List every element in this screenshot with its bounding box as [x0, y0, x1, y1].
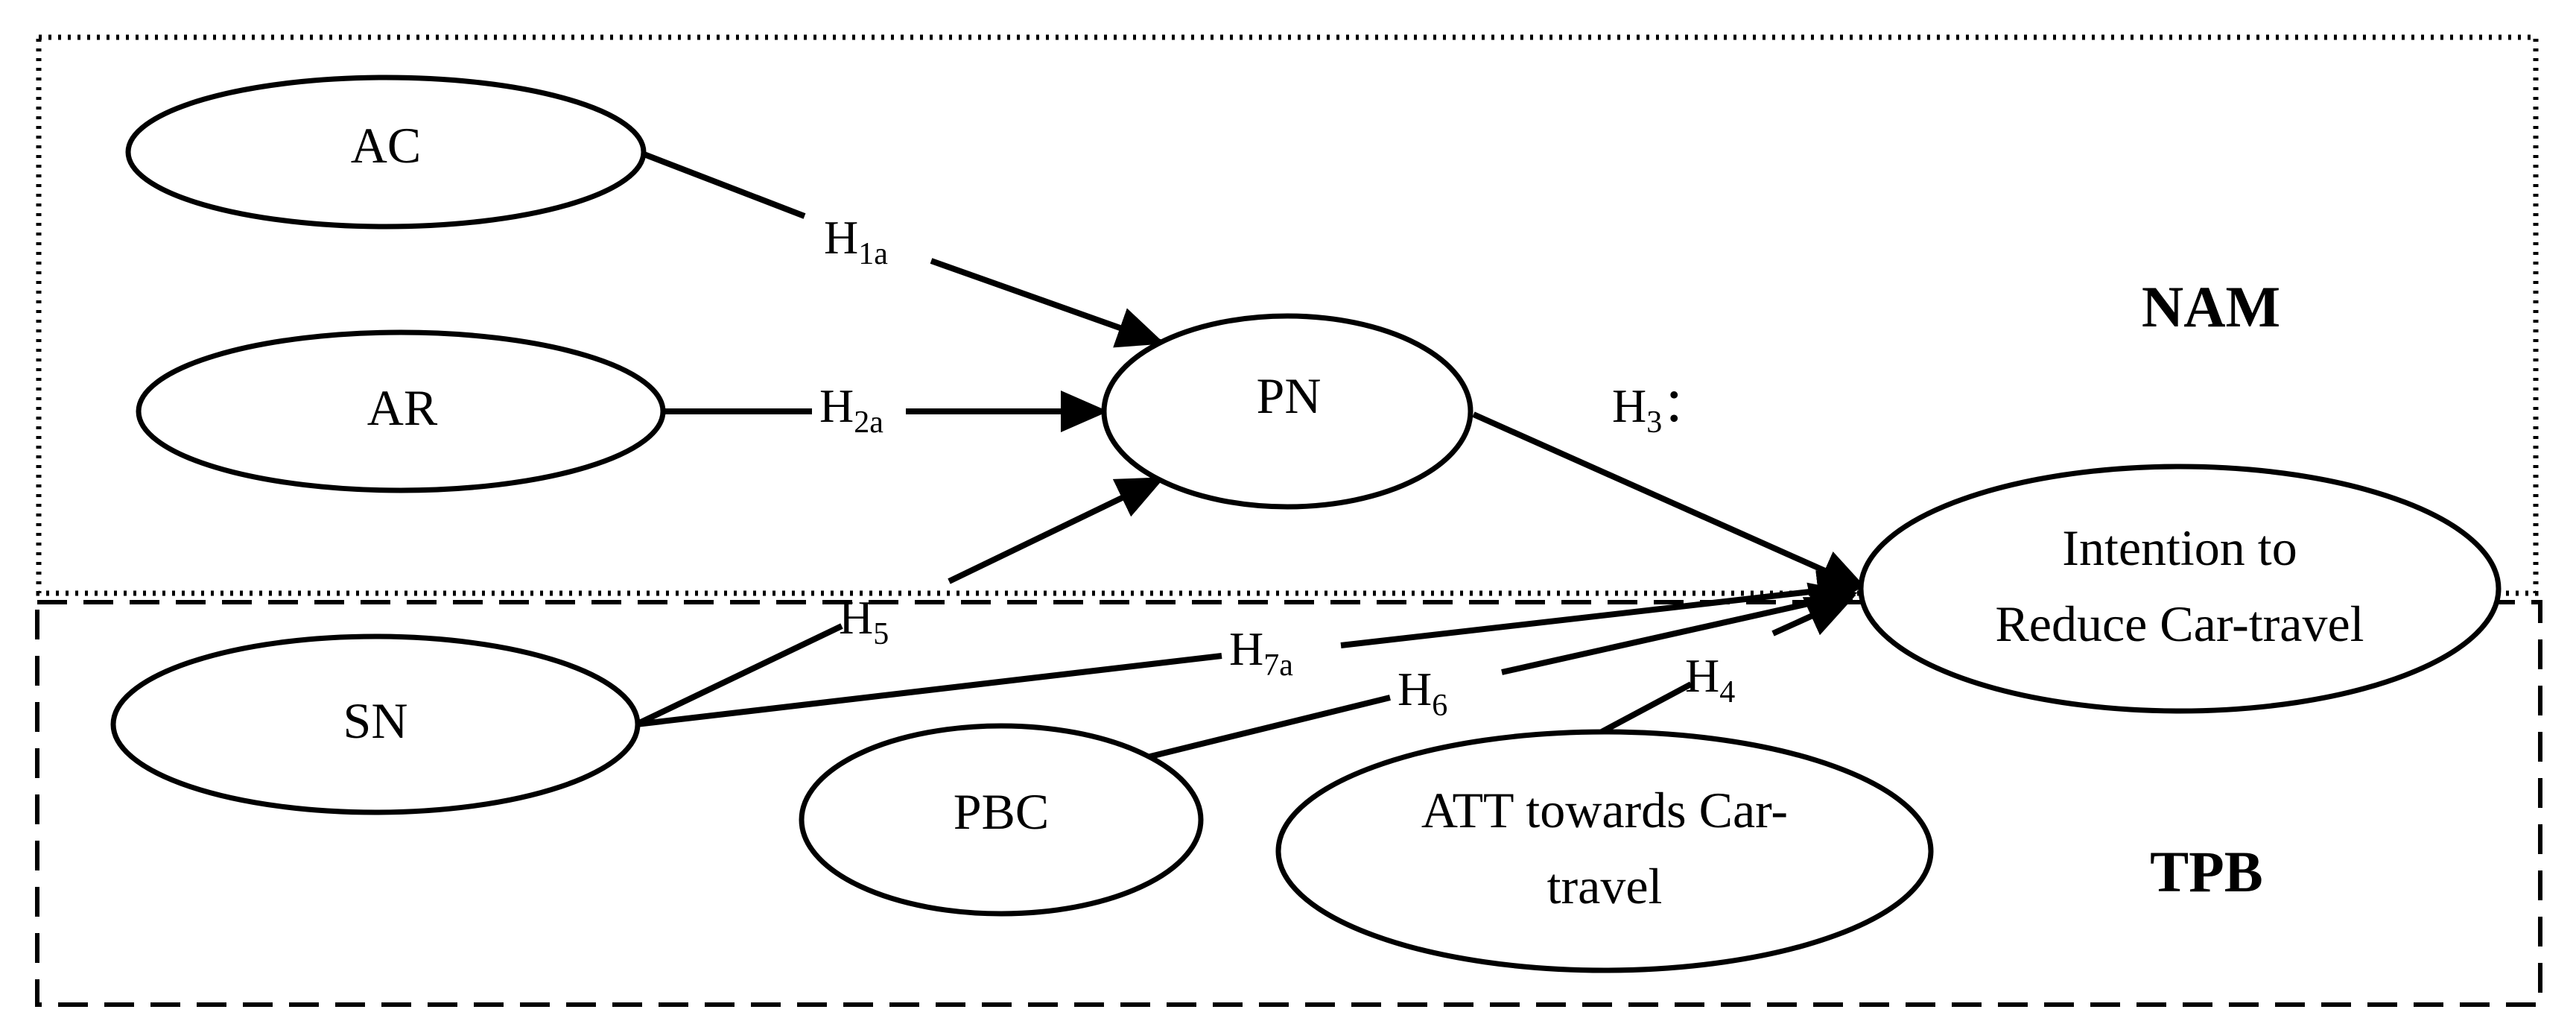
edge-label-h5: H5	[839, 591, 889, 651]
edge-label-h4: H4	[1685, 649, 1735, 709]
edge-label-h2a-sub: 2a	[854, 405, 883, 440]
edge-h1a-segment-1	[641, 151, 806, 219]
node-intention-label-line-1: Intention to	[2062, 519, 2297, 576]
node-ac-ellipse	[125, 75, 647, 230]
edge-label-h6-main: H	[1398, 663, 1432, 715]
edge-label-h2a-main: H	[819, 379, 854, 432]
node-pn-label: PN	[1257, 367, 1322, 424]
edge-label-h5-main: H	[839, 591, 873, 644]
node-att-label-line-1: ATT towards Car-	[1421, 782, 1788, 838]
node-intention-label-line-2: Reduce Car-travel	[1995, 595, 2364, 652]
edge-label-h7a: H7a	[1229, 622, 1293, 683]
tpb-region-title: TPB	[2150, 839, 2263, 904]
edge-h6-segment-1	[1141, 695, 1391, 762]
edge-h6-segment-2	[1501, 582, 1858, 675]
edge-label-h6-sub: 6	[1432, 689, 1447, 723]
node-att-label-line-2: travel	[1547, 858, 1663, 914]
edge-label-h7a-sub: 7a	[1263, 648, 1293, 683]
edge-h4-segment-2	[1771, 595, 1855, 636]
edge-label-h1a-sub: 1a	[858, 237, 888, 271]
edge-h3	[1472, 411, 1868, 592]
node-pn-ellipse	[1101, 313, 1473, 510]
node-pbc-ellipse	[799, 723, 1204, 917]
nam-region-border	[36, 34, 2539, 596]
edge-label-h3-sub: 3	[1646, 405, 1662, 440]
edge-label-h6: H6	[1398, 663, 1447, 723]
edge-h7a-segment-1	[635, 653, 1222, 727]
edge-label-h5-sub: 5	[873, 617, 889, 651]
edge-label-h7a-main: H	[1229, 622, 1263, 675]
edge-h5-segment-2	[948, 475, 1165, 584]
node-intention-ellipse	[1858, 464, 2502, 714]
edge-label-h1a-main: H	[824, 211, 858, 264]
edge-label-h3-main: H	[1612, 379, 1646, 432]
edge-label-h3-suffix: ：	[1662, 379, 1710, 432]
edge-label-h4-main: H	[1685, 649, 1719, 702]
nam-region-title: NAM	[2142, 274, 2280, 339]
node-sn-ellipse	[110, 633, 641, 815]
edge-h1a-segment-2	[930, 258, 1165, 348]
node-att-ellipse	[1275, 729, 1934, 973]
node-sn-label: SN	[343, 692, 408, 749]
nodes	[110, 75, 2502, 973]
node-ar-label: AR	[367, 379, 438, 436]
edge-label-h3: H3：	[1612, 379, 1710, 440]
tpb-region-border	[35, 600, 2542, 1007]
edges	[635, 151, 1868, 762]
node-ar-ellipse	[136, 329, 666, 493]
node-pbc-label: PBC	[954, 783, 1050, 840]
edge-h4-segment-1	[1600, 681, 1693, 735]
node-ac-label: AC	[351, 117, 421, 174]
edge-h5-segment-1	[635, 623, 843, 727]
edge-label-h4-sub: 4	[1719, 675, 1735, 709]
edge-label-h2a: H2a	[819, 379, 883, 440]
edge-label-h1a: H1a	[824, 211, 888, 271]
edge-h7a-segment-2	[1340, 569, 1865, 648]
